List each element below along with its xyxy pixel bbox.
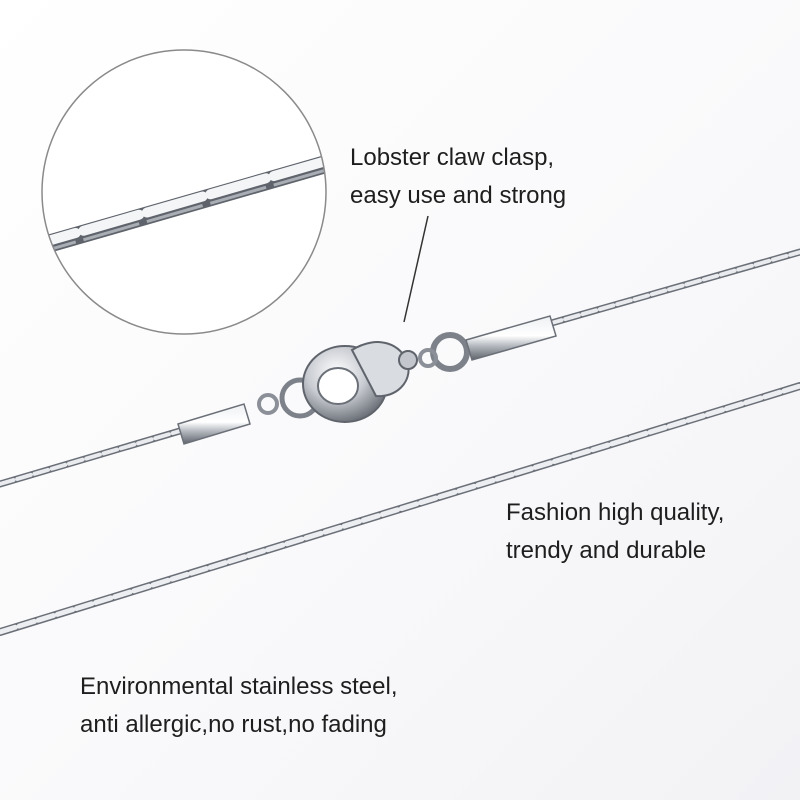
- end-cap-left: [177, 393, 279, 445]
- caption-steel-line2: anti allergic,no rust,no fading: [80, 711, 387, 738]
- caption-quality-line2: trendy and durable: [506, 537, 707, 564]
- chain-strand-upper-left: [0, 424, 194, 488]
- caption-steel: Environmental stainless steel, anti alle…: [80, 668, 397, 744]
- caption-clasp: Lobster claw clasp, easy use and strong: [350, 139, 566, 215]
- caption-quality: Fashion high quality, trendy and durable: [506, 494, 724, 570]
- caption-steel-line1: Environmental stainless steel,: [80, 673, 398, 700]
- end-cap-right: [418, 315, 557, 372]
- leader-line: [403, 215, 429, 323]
- zoom-inset: [41, 49, 327, 335]
- caption-quality-line1: Fashion high quality,: [506, 499, 725, 526]
- caption-clasp-line2: easy use and strong: [350, 182, 567, 209]
- lobster-clasp: [302, 341, 418, 423]
- chain-strand-upper-right: [544, 248, 800, 328]
- caption-clasp-line1: Lobster claw clasp,: [350, 144, 555, 171]
- chain-strand-lower: [0, 382, 800, 636]
